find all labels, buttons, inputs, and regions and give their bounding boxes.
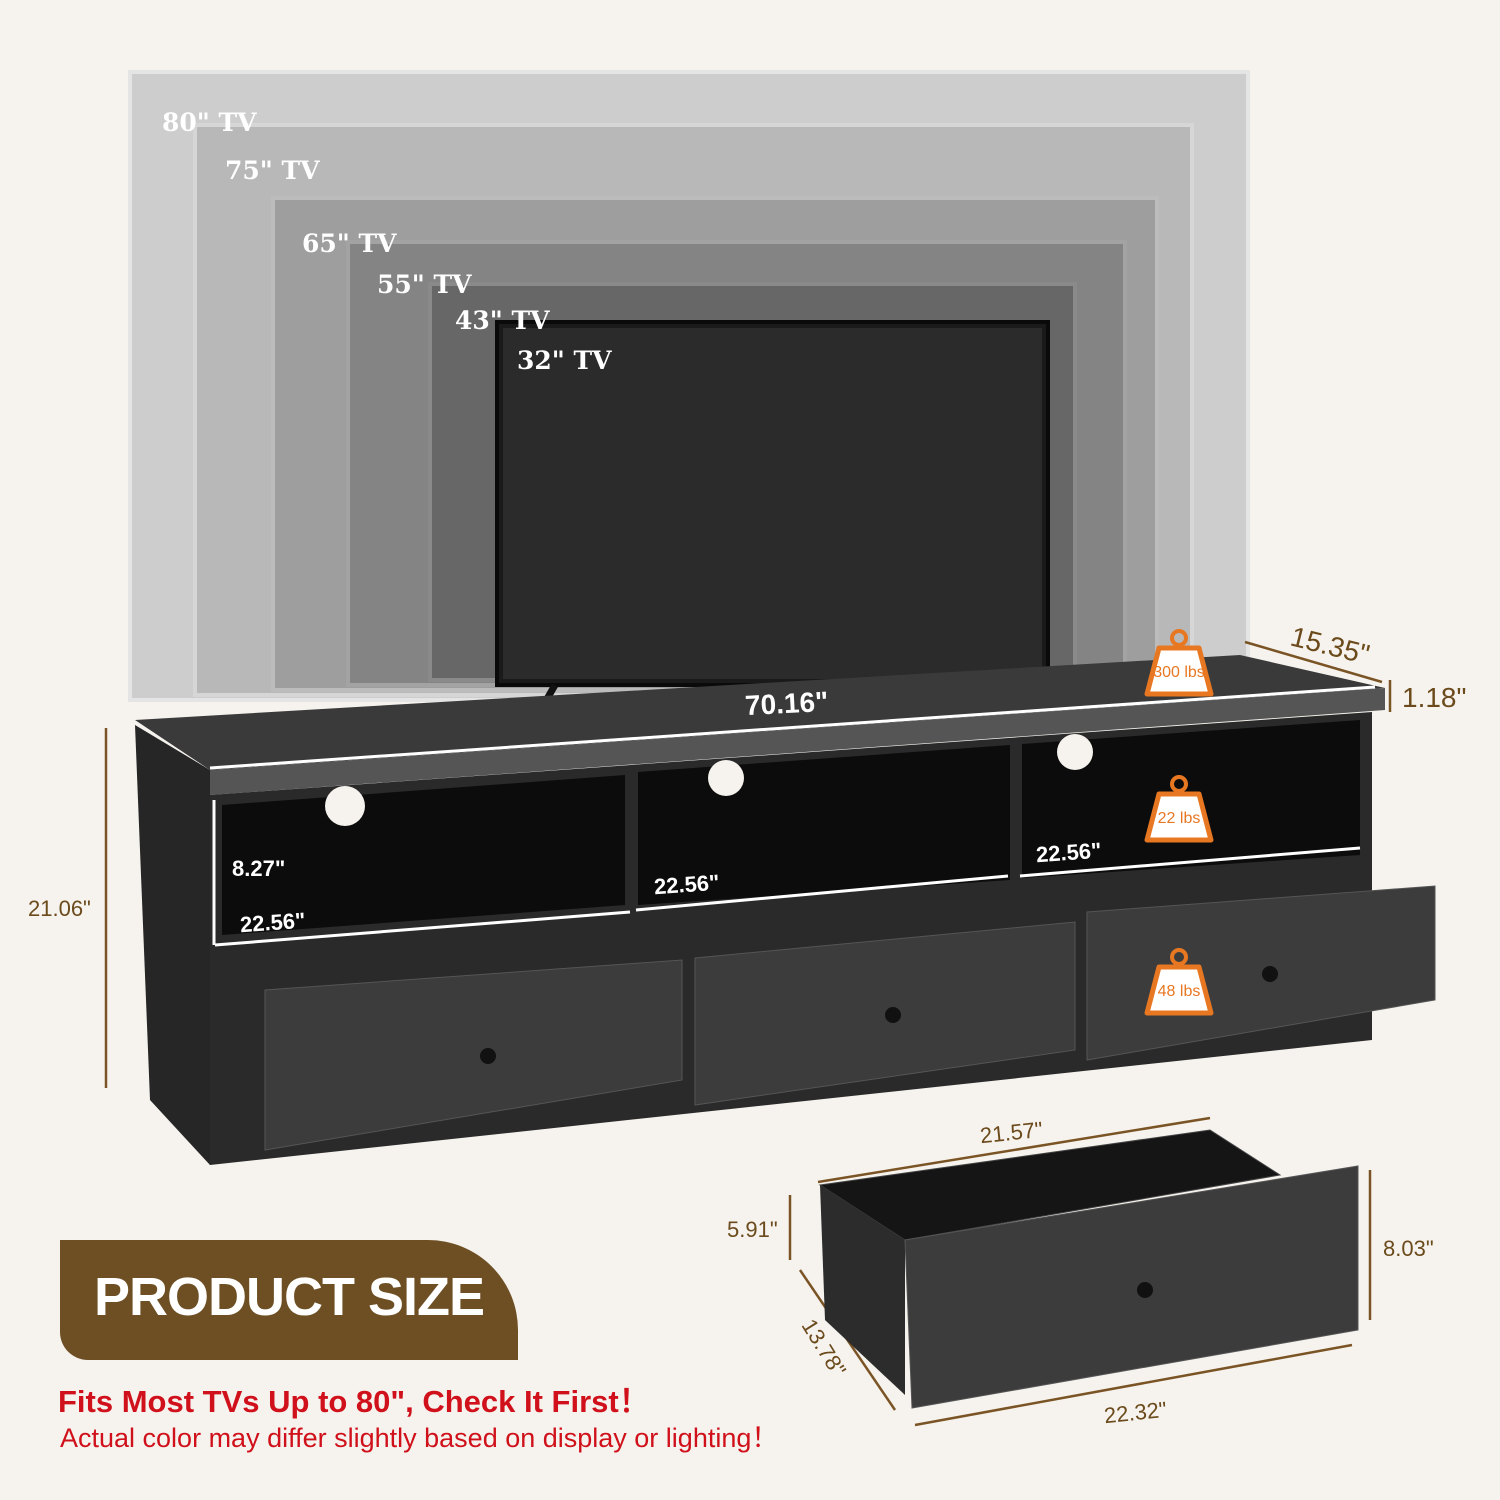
fit-note: Fits Most TVs Up to 80", Check It First！ (58, 1384, 650, 1419)
dim-drawer-front-height: 8.03" (1383, 1236, 1434, 1261)
drawer-middle (694, 921, 1076, 1106)
drawer-right (1086, 885, 1436, 1061)
drawer-left (264, 959, 683, 1151)
drawer-detached-front (904, 1165, 1359, 1409)
weight-top: 300 lbs (1143, 628, 1215, 700)
weight-drawer: 48 lbs (1143, 947, 1215, 1019)
dim-shelf-left: 22.56" (239, 907, 307, 938)
tv-label-32: 32" TV (517, 346, 612, 375)
dim-drawer-inner-height: 5.91" (727, 1217, 778, 1242)
color-disclaimer: Actual color may differ slightly based o… (60, 1423, 779, 1453)
dim-shelf-right: 22.56" (1035, 837, 1103, 868)
tv-label-65: 65" TV (302, 229, 397, 258)
weight-icon (1144, 948, 1214, 1016)
dim-shelf-middle: 22.56" (653, 869, 721, 900)
weight-icon (1144, 775, 1214, 843)
tv-label-43: 43" TV (455, 306, 550, 335)
stand-side (135, 725, 210, 1165)
dim-shelf-height: 8.27" (232, 856, 286, 881)
dim-top-thickness: 1.18" (1402, 682, 1467, 713)
weight-shelf: 22 lbs (1143, 774, 1215, 846)
tv-label-55: 55" TV (377, 270, 472, 299)
dim-width: 70.16" (744, 685, 830, 722)
tv-label-75: 75" TV (225, 156, 320, 185)
drawer-detached-box (818, 1129, 1282, 1241)
weight-icon (1144, 629, 1214, 697)
dim-height: 21.06" (28, 896, 91, 921)
product-size-badge: PRODUCT SIZE (60, 1240, 518, 1360)
tv-label-80: 80" TV (162, 108, 257, 137)
stand-top (135, 655, 1385, 770)
